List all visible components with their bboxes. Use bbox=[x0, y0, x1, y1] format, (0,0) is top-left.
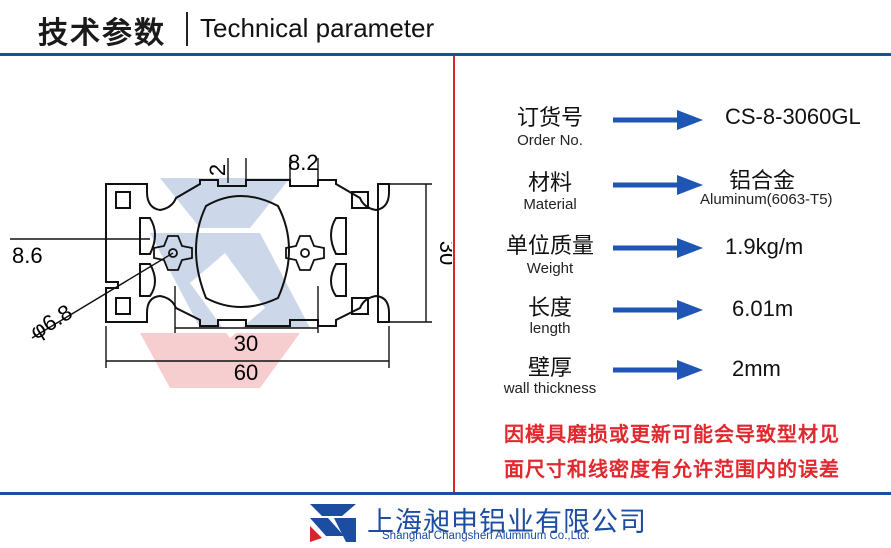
param-value: 2mm bbox=[732, 356, 781, 381]
dim-left-label: 8.6 bbox=[12, 243, 43, 268]
param-value: CS-8-3060GL bbox=[725, 104, 861, 129]
dim-width-label: 60 bbox=[234, 360, 258, 385]
profile-outline bbox=[105, 179, 390, 327]
param-row-wall: 壁厚 wall thickness 2mm bbox=[470, 350, 880, 410]
top-divider bbox=[0, 53, 891, 56]
company-name-en: Shanghai Changshen Aluminum Co.,Ltd. bbox=[382, 530, 590, 542]
param-label-en: Weight bbox=[526, 260, 574, 277]
dimension-lines bbox=[10, 158, 432, 368]
page-title: 技术参数 bbox=[38, 16, 166, 51]
param-value: 1.9kg/m bbox=[725, 234, 804, 259]
param-label-en: Material bbox=[523, 196, 577, 213]
watermark-logo bbox=[140, 178, 310, 388]
company-name-cn: 上海昶申铝业有限公司 bbox=[367, 507, 647, 538]
dim-slot-label: 8.2 bbox=[288, 150, 319, 175]
arrow-icon bbox=[613, 175, 703, 195]
title-divider bbox=[186, 12, 188, 46]
param-row-order: 订货号 Order No. CS-8-3060GL bbox=[470, 100, 880, 160]
screw-holes bbox=[153, 235, 325, 271]
param-row-weight: 单位质量 Weight 1.9kg/m bbox=[470, 228, 880, 288]
param-row-material: 材料 Material 铝合金 Aluminum(6063-T5) bbox=[470, 165, 880, 225]
profile-drawing: 2 8.2 30 8.6 φ6.8 30 60 bbox=[10, 150, 452, 388]
param-row-length: 长度 length 6.01m bbox=[470, 290, 880, 350]
param-label-cn: 材料 bbox=[527, 171, 572, 196]
dim-height-label: 30 bbox=[435, 241, 452, 265]
arrow-icon bbox=[613, 238, 703, 258]
param-value: 6.01m bbox=[732, 296, 794, 321]
arrow-icon bbox=[613, 300, 703, 320]
tolerance-note-line1: 因模具磨损或更新可能会导致型材见 bbox=[504, 422, 840, 446]
param-label-cn: 壁厚 bbox=[527, 356, 572, 381]
dim-inner-width-label: 30 bbox=[234, 331, 258, 356]
company-logo-icon bbox=[310, 504, 356, 542]
param-label-cn: 订货号 bbox=[516, 106, 583, 131]
arrow-icon bbox=[613, 360, 703, 380]
bottom-divider bbox=[0, 492, 891, 495]
tolerance-note-line2: 面尺寸和线密度有允许范围内的误差 bbox=[504, 457, 840, 481]
dim-wall-label: 2 bbox=[205, 164, 230, 176]
param-value: 铝合金 bbox=[729, 168, 796, 193]
param-value-sub: Aluminum(6063-T5) bbox=[700, 191, 833, 208]
param-label-cn: 长度 bbox=[527, 296, 572, 321]
param-label-en: length bbox=[529, 320, 571, 337]
header: 技术参数 Technical parameter bbox=[0, 0, 891, 54]
param-label-en: Order No. bbox=[517, 132, 583, 149]
arrow-icon bbox=[613, 110, 703, 130]
param-label-en: wall thickness bbox=[503, 380, 597, 397]
center-divider bbox=[453, 56, 455, 494]
param-label-cn: 单位质量 bbox=[505, 234, 594, 259]
page-subtitle: Technical parameter bbox=[200, 13, 435, 43]
